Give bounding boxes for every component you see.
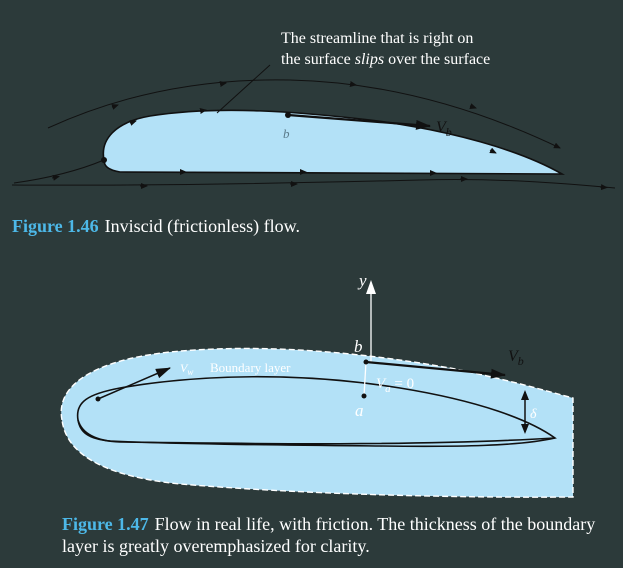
section-line (363, 361, 367, 397)
figure-number-2: Figure 1.47 (62, 514, 149, 534)
wall-velocity-label: Vw (180, 361, 193, 377)
streamline-upper-outer-arrow-4 (469, 103, 477, 109)
streamline-lower (11, 179, 616, 189)
figure-caption-text-1: Inviscid (frictionless) flow. (104, 216, 300, 236)
figure-viscous-flow: y b a Vb Va = 0 Vw Boundary layer δ (60, 271, 574, 498)
point-a-label: a (355, 401, 364, 420)
thickness-arrowhead-bottom (521, 424, 529, 434)
streamline-stagnation (13, 159, 105, 184)
figure-caption-text-2: Flow in real life, with friction. The th… (62, 514, 596, 556)
streamline-lower-arrow-4 (599, 184, 608, 191)
velocity-label-vb: Vb (436, 119, 452, 139)
leading-edge-marker (95, 396, 101, 402)
boundary-layer-label: Boundary layer (210, 360, 291, 375)
stagnation-point (101, 157, 107, 163)
streamline-upper-outer-arrow-1 (111, 104, 119, 110)
velocity-vector-vb (287, 113, 431, 130)
point-b-label: b (283, 126, 290, 141)
annotation-leader-line (216, 64, 271, 114)
streamline-upper-outer-arrow-2 (219, 81, 227, 87)
airfoil-lower-surface (77, 419, 556, 445)
surface-arrow-1 (129, 120, 137, 126)
streamline-annotation: The streamline that is right on the surf… (281, 28, 561, 70)
figure-number-1: Figure 1.46 (12, 216, 99, 236)
annotation-line-2: the surface slips over the surface (281, 51, 491, 68)
thickness-arrowhead-top (521, 390, 529, 400)
y-axis-arrowhead (366, 280, 376, 294)
point-b-label-2: b (354, 337, 363, 356)
surface-velocity-label: Va = 0 (376, 376, 414, 395)
streamline-upper-outer (47, 79, 561, 149)
thickness-label: δ (530, 407, 537, 422)
figure-inviscid-flow: b Vb (11, 64, 616, 191)
streamline-upper-outer-arrow-3 (349, 81, 357, 87)
point-a-marker (361, 393, 367, 399)
velocity-label-vb-2: Vb (508, 348, 524, 368)
streamline-stagnation-arrow (51, 174, 60, 181)
airfoil-shape (102, 109, 566, 175)
annotation-line-1: The streamline that is right on (281, 30, 474, 47)
velocity-vector-vb-2 (365, 360, 506, 379)
wall-velocity-vector (97, 367, 171, 400)
y-axis-label: y (357, 271, 367, 290)
surface-arrow-2 (199, 108, 207, 114)
surface-arrow-3 (489, 147, 497, 154)
